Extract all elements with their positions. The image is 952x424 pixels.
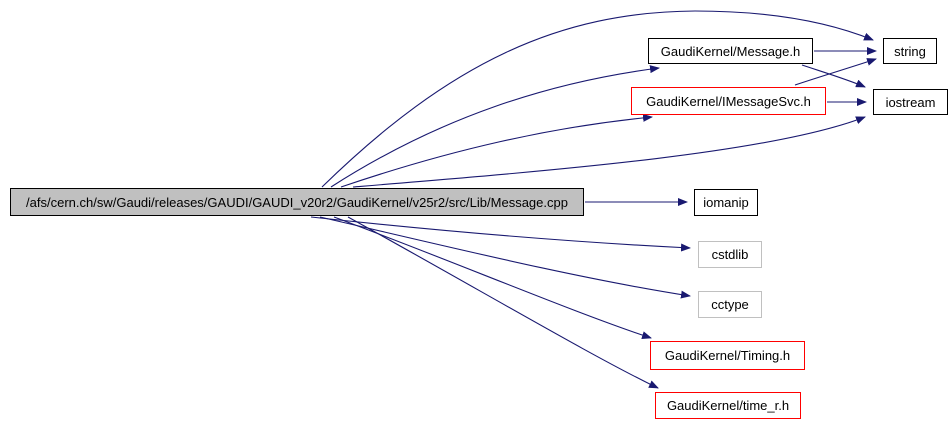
- edge-message-h-to-iostream: [801, 64, 866, 88]
- node-gaudikernel-message-h[interactable]: GaudiKernel/Message.h: [648, 38, 813, 64]
- node-iostream[interactable]: iostream: [873, 89, 948, 115]
- node-message-cpp: /afs/cern.ch/sw/Gaudi/releases/GAUDI/GAU…: [10, 188, 584, 216]
- edge-main-to-time-r-h: [347, 216, 659, 389]
- node-string[interactable]: string: [883, 38, 937, 64]
- edge-main-to-message-h: [330, 65, 660, 188]
- node-iomanip[interactable]: iomanip: [694, 189, 758, 216]
- edge-main-to-cstdlib: [310, 216, 691, 252]
- edge-main-to-timing-h: [333, 216, 652, 339]
- node-gaudikernel-imessagesvc-h[interactable]: GaudiKernel/IMessageSvc.h: [631, 87, 826, 115]
- node-gaudikernel-timing-h[interactable]: GaudiKernel/Timing.h: [650, 341, 805, 370]
- edge-main-to-iostream: [352, 116, 866, 188]
- node-cctype: cctype: [698, 291, 762, 318]
- edge-main-to-imessagesvc-h: [340, 113, 653, 188]
- node-gaudikernel-time-r-h[interactable]: GaudiKernel/time_r.h: [655, 392, 801, 419]
- edge-main-to-cctype: [319, 216, 691, 299]
- node-cstdlib: cstdlib: [698, 241, 762, 268]
